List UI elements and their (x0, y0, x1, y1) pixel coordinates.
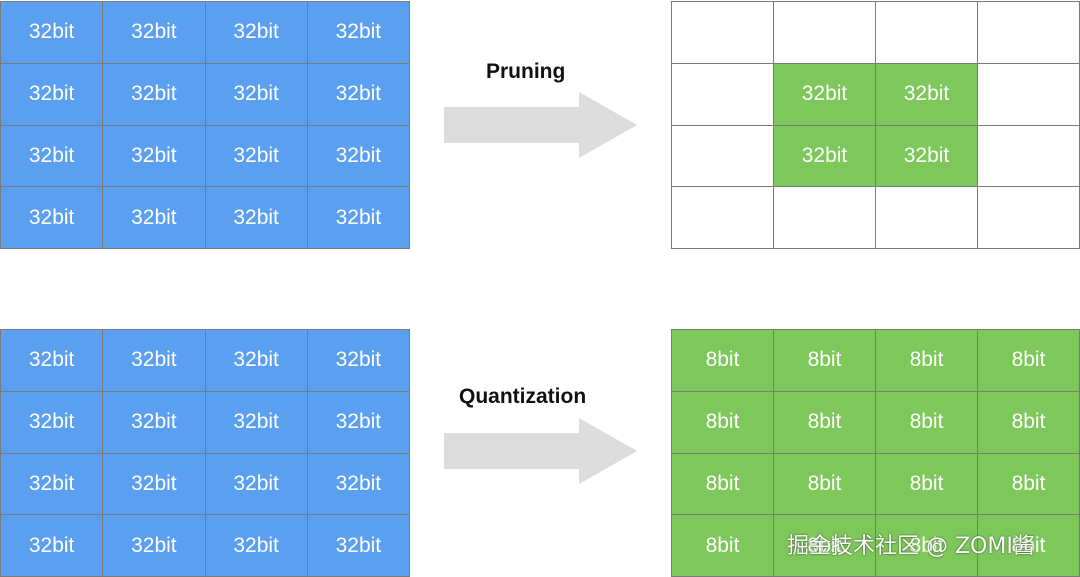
matrix-cell: 32bit (1, 391, 104, 454)
matrix-cell (672, 187, 774, 249)
matrix-cell (978, 125, 1080, 188)
matrix-cell: 32bit (1, 63, 104, 126)
matrix-cell: 32bit (205, 187, 308, 249)
matrix-cell: 8bit (774, 330, 876, 392)
matrix-cell: 32bit (103, 391, 206, 454)
matrix-cell: 32bit (103, 453, 206, 516)
matrix-cell: 32bit (1, 187, 104, 249)
pruning-label: Pruning (486, 60, 566, 83)
matrix-cell: 32bit (876, 63, 978, 126)
matrix-cell: 8bit (672, 330, 774, 392)
matrix-cell: 32bit (103, 125, 206, 188)
matrix-cell: 32bit (205, 391, 308, 454)
matrix-cell (672, 63, 774, 126)
matrix-cell: 32bit (103, 187, 206, 249)
matrix-cell: 32bit (307, 2, 410, 64)
matrix-cell: 32bit (307, 125, 410, 188)
matrix-cell: 32bit (307, 187, 410, 249)
matrix-cell: 32bit (1, 125, 104, 188)
matrix-cell: 32bit (774, 63, 876, 126)
matrix-cell: 8bit (672, 453, 774, 516)
matrix-cell: 32bit (103, 2, 206, 64)
matrix-cell: 8bit (672, 515, 774, 577)
pruning-arrow-icon (444, 92, 637, 158)
matrix-cell (774, 187, 876, 249)
watermark-text: 掘金技术社区 @ ZOMI酱 (787, 534, 1035, 559)
matrix-cell: 8bit (876, 330, 978, 392)
matrix-cell (672, 2, 774, 64)
matrix-cell (978, 63, 1080, 126)
matrix-cell: 32bit (205, 63, 308, 126)
matrix-cell: 32bit (205, 453, 308, 516)
matrix-cell: 32bit (205, 125, 308, 188)
matrix-cell: 32bit (307, 330, 410, 392)
matrix-cell: 8bit (774, 453, 876, 516)
matrix-cell: 32bit (205, 2, 308, 64)
matrix-cell: 32bit (1, 2, 104, 64)
matrix-cell (876, 2, 978, 64)
matrix-cell: 32bit (307, 515, 410, 577)
matrix-cell: 32bit (205, 515, 308, 577)
matrix-cell: 8bit (774, 515, 876, 577)
matrix-cell: 32bit (1, 330, 104, 392)
quantization-arrow-icon (444, 418, 637, 484)
matrix-cell: 8bit (978, 391, 1080, 454)
matrix-cell: 32bit (307, 453, 410, 516)
matrix-cell (876, 187, 978, 249)
matrix-cell: 8bit (876, 515, 978, 577)
quantization-label: Quantization (459, 385, 587, 408)
matrix-cell: 8bit (978, 330, 1080, 392)
matrix-cell: 32bit (103, 63, 206, 126)
matrix-cell (672, 125, 774, 188)
matrix-cell (978, 187, 1080, 249)
matrix-cell (978, 2, 1080, 64)
matrix-cell: 32bit (307, 391, 410, 454)
matrix-cell: 32bit (103, 330, 206, 392)
matrix-cell: 8bit (978, 453, 1080, 516)
matrix-cell: 8bit (672, 391, 774, 454)
matrix-cell: 32bit (876, 125, 978, 188)
matrix-cell: 32bit (103, 515, 206, 577)
matrix-cell: 8bit (774, 391, 876, 454)
matrix-cell: 32bit (307, 63, 410, 126)
matrix-cell (774, 2, 876, 64)
matrix-cell: 8bit (876, 453, 978, 516)
matrix-cell: 32bit (1, 515, 104, 577)
matrix-cell: 32bit (205, 330, 308, 392)
matrix-cell: 8bit (876, 391, 978, 454)
matrix-cell: 32bit (1, 453, 104, 516)
matrix-cell: 32bit (774, 125, 876, 188)
